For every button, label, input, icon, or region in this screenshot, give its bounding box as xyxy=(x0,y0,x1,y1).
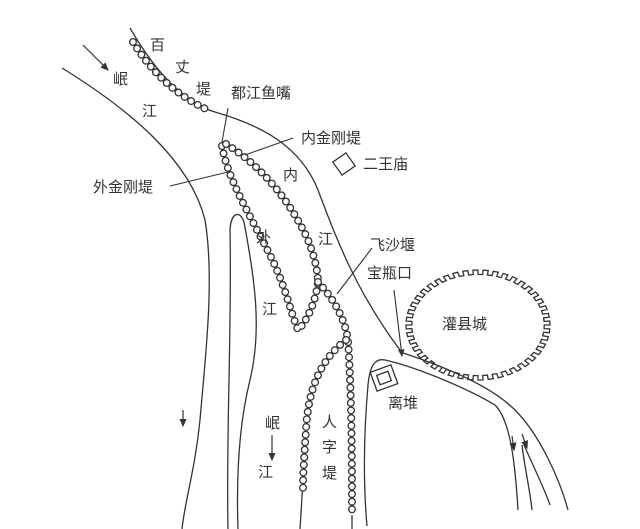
outer-jingang-dike xyxy=(218,142,322,338)
label-wai-jingangdi: 外金刚堤 xyxy=(93,178,154,196)
label-dujiang-yuzui: 都江鱼嘴 xyxy=(231,84,292,102)
flow-arrow-icon xyxy=(521,433,528,450)
renzi-dike xyxy=(299,336,350,492)
inner-jingang-dike xyxy=(222,140,322,286)
label-minjiang-bottom-2: 江 xyxy=(258,463,274,481)
leader-baopingkou xyxy=(393,289,405,358)
river-line xyxy=(523,444,551,506)
erwang-temple-marker xyxy=(331,151,357,177)
island-bank xyxy=(226,213,257,529)
label-minjiang-top-1: 岷 xyxy=(113,70,129,88)
flow-arrow-icon xyxy=(509,435,517,452)
label-nei-jingangdi: 内金刚堤 xyxy=(301,129,362,147)
label-baopingkou: 宝瓶口 xyxy=(367,264,413,282)
label-renzidi-3: 堤 xyxy=(322,464,338,482)
feisha-weir xyxy=(314,278,356,519)
leader-dujiang-yuzui xyxy=(221,107,229,143)
label-guanxian-cheng: 灌县城 xyxy=(442,315,488,333)
label-erwang-miao: 二王庙 xyxy=(363,155,409,173)
label-minjiang-bottom-1: 岷 xyxy=(265,414,281,432)
label-neijiang-2: 江 xyxy=(318,230,334,248)
guanxian-city-wall xyxy=(405,269,551,381)
flow-arrow-icon xyxy=(82,44,109,71)
label-lidui: 离堆 xyxy=(388,394,419,412)
label-feishayan: 飞沙堰 xyxy=(370,236,416,254)
river-line xyxy=(521,444,533,511)
leader-wai-jingangdi xyxy=(169,171,229,187)
label-baizhangdi-2: 丈 xyxy=(175,58,191,76)
leader-feishayan xyxy=(336,247,373,295)
lidui-bank xyxy=(363,359,519,527)
label-renzidi-1: 人 xyxy=(322,413,338,431)
minjiang-left-bank xyxy=(61,67,210,529)
label-baizhangdi-1: 百 xyxy=(150,36,166,54)
label-baizhangdi-3: 堤 xyxy=(196,80,212,98)
lidui-marker-inner xyxy=(375,370,393,386)
baizhang-dike xyxy=(129,38,212,114)
label-neijiang-1: 内 xyxy=(283,166,299,184)
city-riverbank xyxy=(399,351,569,511)
label-renzidi-2: 字 xyxy=(322,438,338,456)
label-waijiang-2: 江 xyxy=(262,300,278,318)
label-waijiang-1: 外 xyxy=(256,228,272,246)
lidui-marker-outer xyxy=(369,364,399,392)
leader-nei-jingangdi xyxy=(244,137,294,156)
label-minjiang-top-2: 江 xyxy=(142,102,158,120)
